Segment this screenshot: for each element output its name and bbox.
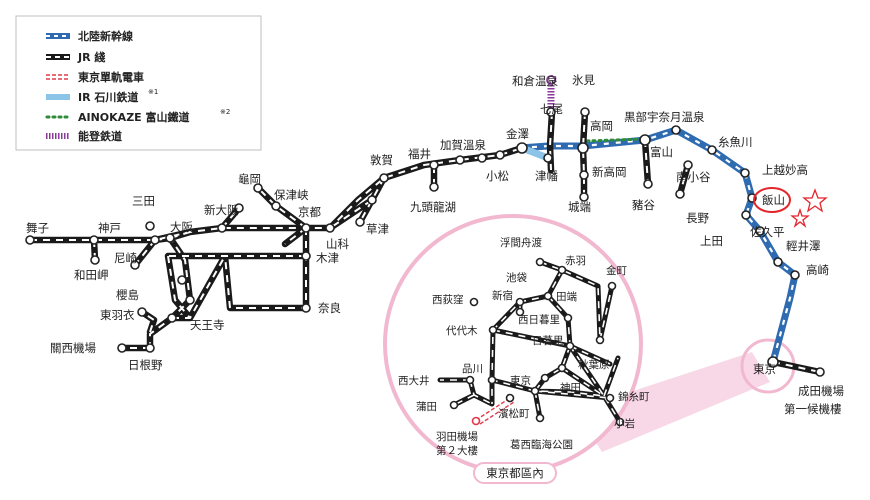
label-kobe: 神戸: [98, 221, 121, 235]
inset-label-ukima: 浮間舟渡: [500, 236, 542, 249]
star-icon: [790, 207, 810, 228]
legend-ir-label: IR 石川鉄道: [78, 90, 138, 104]
legend-hokuriku: 北陸新幹線: [46, 29, 133, 43]
label-kanazawa: 金澤: [506, 127, 529, 141]
inset-title: 東京都區內: [473, 462, 557, 484]
inset-label-akabane: 赤羽: [565, 255, 586, 267]
inset-label-tabata: 田端: [556, 290, 577, 303]
label-sakudaira: 佐久平: [750, 225, 785, 239]
label-shintakaoka: 新高岡: [592, 165, 627, 179]
label-higashihagoromo: 東羽衣: [100, 308, 135, 322]
label-tennoji: 天王寺: [190, 318, 225, 332]
legend-noto-label: 能登鉄道: [78, 129, 122, 143]
label-tsubata: 津幡: [535, 169, 558, 183]
label-nagano: 長野: [686, 211, 709, 225]
legend-ainokaze: AINOKAZE 富山鐵道 ※2: [45, 108, 230, 124]
star-icon: [802, 188, 828, 213]
legend: 北陸新幹線 JR 綫 東京單軌電車 IR 石川鉄道 ※1 AINOKAZE 富山…: [15, 15, 262, 151]
label-kurobe: 黒部宇奈月温泉: [624, 110, 705, 124]
iiyama-highlight: [753, 187, 828, 228]
label-fukui: 福井: [408, 147, 431, 161]
label-kuzuryuko: 九頭龍湖: [410, 200, 456, 214]
inset-label-kanda: 神田: [560, 381, 581, 394]
legend-ir: IR 石川鉄道 ※1: [46, 88, 158, 104]
inset-tokyo: 浮間舟渡 赤羽 金町 池袋 田端 西荻窪 新宿 西日暮里 代代木 日暮里 秋葉原…: [383, 214, 650, 484]
legend-hokuriku-label: 北陸新幹線: [78, 29, 133, 43]
label-shinosaka: 新大阪: [204, 203, 239, 217]
inset-label-nishiogikubo: 西荻窪: [432, 293, 464, 306]
label-johana: 城端: [568, 200, 591, 214]
legend-ainokaze-note: ※2: [220, 108, 230, 116]
label-kansai: 關西機場: [50, 341, 96, 355]
inset-labels: 浮間舟渡 赤羽 金町 池袋 田端 西荻窪 新宿 西日暮里 代代木 日暮里 秋葉原…: [398, 236, 650, 457]
station-labels: 舞子 神戸 和田岬 三田 大阪 尼崎 櫻島 天王寺 東羽衣 關西機場 日根野 新…: [26, 73, 844, 416]
label-maiko: 舞子: [26, 221, 49, 235]
inset-label-nishinippori: 西日暮里: [518, 313, 560, 326]
inset-label-kamata: 蒲田: [416, 400, 437, 413]
inset-stations: [449, 257, 625, 427]
inset-label-kasai: 葛西臨海公園: [510, 438, 573, 451]
inset-label-shinjuku: 新宿: [492, 289, 513, 302]
label-kizu: 木津: [316, 251, 339, 265]
label-narita-t1: 第一候機樓: [784, 402, 842, 416]
legend-ainokaze-label: AINOKAZE 富山鐵道: [78, 110, 190, 124]
label-itoigawa: 糸魚川: [718, 135, 753, 149]
label-takaoka: 高岡: [590, 119, 613, 133]
inset-label-haneda: 羽田機場: [436, 430, 478, 443]
label-kyoto: 京都: [298, 205, 321, 219]
legend-jr-label: JR 綫: [77, 50, 105, 64]
label-himi: 氷見: [572, 73, 595, 87]
label-amagasaki: 尼崎: [114, 251, 137, 265]
label-ueda: 上田: [700, 234, 723, 248]
label-hineno: 日根野: [128, 358, 163, 372]
label-nanao: 七尾: [540, 102, 563, 116]
inset-label-ikebukuro: 池袋: [506, 271, 527, 284]
label-inotani: 豬谷: [632, 198, 655, 212]
legend-monorail: 東京單軌電車: [46, 70, 144, 84]
inset-label-kinshicho: 錦糸町: [618, 390, 650, 403]
label-sakurajima: 櫻島: [116, 288, 139, 302]
label-takasaki: 高崎: [806, 263, 829, 277]
inset-label-tokyo: 東京: [510, 374, 531, 387]
inset-label-haneda2: 第２大樓: [436, 444, 478, 457]
inset-label-nishioi: 西大井: [398, 374, 430, 387]
label-joetsu: 上越妙高: [762, 163, 808, 177]
label-minamiotari: 南小谷: [676, 170, 711, 184]
inset-label-nippori: 日暮里: [532, 334, 564, 347]
label-osaka: 大阪: [170, 220, 193, 234]
label-iiyama: 飯山: [762, 193, 785, 207]
label-karuizawa: 輕井澤: [786, 239, 821, 253]
label-kagaonsen: 加賀溫泉: [440, 138, 486, 152]
legend-ir-note: ※1: [148, 88, 158, 96]
label-tokyo: 東京: [753, 362, 776, 376]
label-toyama: 富山: [650, 145, 673, 159]
inset-label-akihabara: 秋葉原: [578, 358, 610, 371]
label-narita: 成田機場: [798, 384, 844, 398]
inset-label-yoyogi: 代代木: [446, 325, 478, 337]
label-nara: 奈良: [318, 301, 341, 315]
label-wakura: 和倉温泉: [512, 74, 558, 88]
label-yamashina: 山科: [326, 237, 349, 251]
legend-jr: JR 綫: [46, 50, 105, 64]
label-kusatsu: 草津: [366, 222, 389, 236]
legend-noto: 能登鉄道: [46, 129, 122, 143]
inset-label-kanamachi: 金町: [606, 264, 627, 277]
label-hozukyo: 保津峡: [274, 188, 309, 202]
label-kameoka: 龜岡: [238, 172, 261, 186]
inset-label-koiwa: 小岩: [614, 417, 635, 430]
stations: [25, 75, 825, 377]
legend-monorail-label: 東京單軌電車: [78, 70, 144, 84]
label-wadamisaki: 和田岬: [74, 268, 109, 282]
ainokaze-line: [585, 137, 646, 143]
monorail-line: [475, 397, 511, 421]
label-komatsu: 小松: [486, 169, 509, 183]
inset-label-shinagawa: 品川: [462, 363, 483, 375]
inset-title-text: 東京都區內: [486, 466, 544, 480]
inset-label-hamamatsucho: 濱松町: [498, 407, 530, 420]
label-sanda: 三田: [132, 194, 155, 208]
label-tsuruga: 敦賀: [370, 153, 393, 167]
